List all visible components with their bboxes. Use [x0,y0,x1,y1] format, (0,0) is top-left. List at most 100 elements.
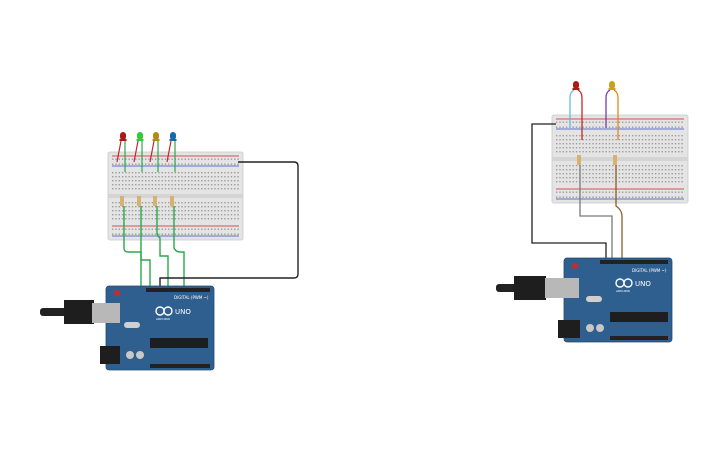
breadboard-hole [207,214,210,216]
breadboard-hole [131,184,134,186]
resistor[interactable] [613,155,617,165]
breadboard-hole [631,135,634,137]
breadboard-hole [201,206,203,208]
breadboard-hole [655,139,657,141]
breadboard-hole [612,135,614,137]
reset-button[interactable] [572,263,578,269]
breadboard-hole [181,233,183,235]
breadboard-hole [197,210,200,212]
breadboard-hole [164,163,167,165]
breadboard-hole [141,210,144,212]
digital-header [600,260,668,264]
yellow-led[interactable] [605,81,619,140]
breadboard-hole [164,184,167,186]
wire-green-2[interactable] [140,206,151,289]
breadboard-hole [207,210,210,212]
breadboard-hole [118,233,120,235]
breadboard-hole [618,169,621,171]
breadboard-hole [608,143,611,145]
breadboard-hole [197,176,200,178]
breadboard-hole [154,163,157,165]
resistor[interactable] [170,196,174,206]
right-arduino-uno[interactable]: DIGITAL (PWM ~) UNO ARDUINO [496,257,673,343]
wire-green-3[interactable] [156,206,169,289]
breadboard-hole [181,176,183,178]
breadboard-hole [612,165,614,167]
breadboard-hole [154,176,157,178]
breadboard-hole [224,206,226,208]
yellow-led[interactable] [149,132,160,172]
resistor[interactable] [577,155,581,165]
breadboard-hole [158,180,160,182]
breadboard-hole [602,126,604,128]
breadboard-hole [138,188,140,190]
breadboard-hole [214,202,216,204]
breadboard-hole [559,126,561,128]
wire-green-4[interactable] [173,206,185,289]
right-circuit: DIGITAL (PWM ~) UNO ARDUINO [496,81,689,343]
breadboard-hole [161,210,163,212]
breadboard-hole [628,151,630,153]
breadboard-hole [582,139,584,141]
resistor[interactable] [153,196,157,206]
wire-black-ground[interactable] [531,123,607,261]
breadboard-hole [605,139,607,141]
breadboard-hole [214,233,216,235]
breadboard-hole [207,188,210,190]
red-led[interactable] [116,132,127,172]
reset-button[interactable] [114,290,120,296]
breadboard-hole [220,180,223,182]
breadboard-hole [648,177,650,179]
breadboard-hole [237,233,239,235]
breadboard-hole [562,169,564,171]
breadboard-hole [154,228,157,230]
breadboard-hole [565,121,568,123]
resistor[interactable] [137,196,141,206]
breadboard-hole [678,196,680,198]
breadboard-hole [589,147,591,149]
left-arduino-uno[interactable]: DIGITAL (PWM ~) UNO ARDUINO [40,285,215,371]
breadboard-hole [631,169,634,171]
breadboard-hole [187,202,190,204]
breadboard-hole [585,165,588,167]
wire-green-1[interactable] [123,206,142,289]
left-breadboard[interactable] [107,151,244,241]
breadboard-hole [648,165,650,167]
breadboard-hole [628,143,630,145]
breadboard-hole [658,191,660,193]
breadboard-hole [565,173,568,175]
breadboard-hole [562,147,564,149]
breadboard-hole [631,173,634,175]
breadboard-hole [595,169,597,171]
breadboard-hole [214,188,216,190]
wire-gray-signal[interactable] [579,165,613,261]
breadboard-hole [556,139,558,141]
breadboard-hole [572,151,574,153]
resistor[interactable] [120,196,124,206]
wire-brown-signal[interactable] [615,165,623,261]
breadboard-hole [217,202,219,204]
breadboard-hole [628,181,630,183]
green-led[interactable] [133,132,144,172]
breadboard-hole [608,151,611,153]
arduino-logo-icon [163,306,173,316]
right-breadboard[interactable] [551,114,689,204]
breadboard-hole [674,191,677,193]
breadboard-hole [112,188,114,190]
wire-black-ground[interactable] [159,161,299,289]
breadboard-hole [638,191,640,193]
breadboard-hole [194,210,196,212]
breadboard-hole [138,214,140,216]
breadboard-hole [191,206,193,208]
red-led[interactable] [569,81,583,140]
breadboard-hole [135,184,137,186]
crystal [586,296,602,302]
breadboard-hole [598,135,601,137]
breadboard-hole [556,173,558,175]
breadboard-hole [135,228,137,230]
blue-led[interactable] [166,132,177,172]
breadboard-hole [145,172,147,174]
breadboard-hole [148,176,150,178]
breadboard-hole [618,191,621,193]
breadboard-hole [655,173,657,175]
